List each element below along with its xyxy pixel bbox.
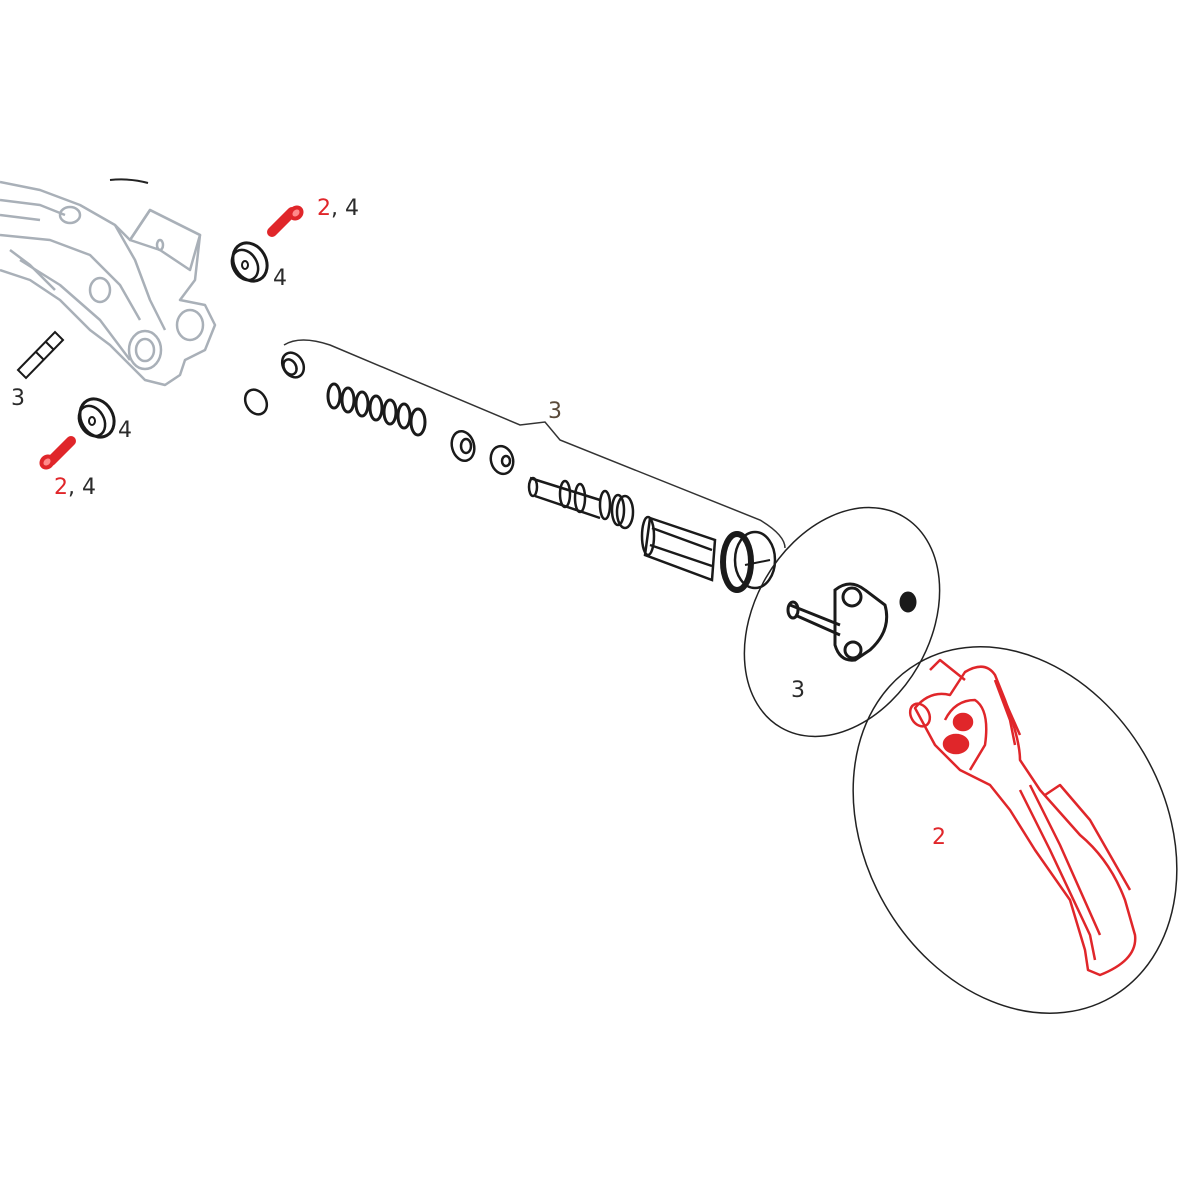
pushrod-group-oval xyxy=(743,506,941,738)
spring xyxy=(326,382,427,437)
label-bearing-top: 4 xyxy=(273,266,287,291)
collar xyxy=(720,530,777,593)
seal-1 xyxy=(450,429,476,463)
lever-group-oval xyxy=(852,646,1178,1014)
lever-housing xyxy=(0,178,217,387)
pin xyxy=(16,330,65,380)
pushrod-assembly xyxy=(786,582,917,662)
sleeve xyxy=(640,515,717,582)
label-pushrod-group: 3 xyxy=(791,678,805,703)
label-sep: , xyxy=(331,196,338,221)
label-lever-group: 2 xyxy=(932,825,946,850)
bearing-bottom xyxy=(77,397,116,439)
label-piston-group: 3 xyxy=(548,399,562,424)
label-primary: 2 xyxy=(317,196,331,221)
label-pin: 3 xyxy=(11,386,25,411)
bolt-bottom xyxy=(39,436,76,470)
bushing-1 xyxy=(280,351,306,379)
label-sep: , xyxy=(68,475,75,500)
label-bolt-top: 2, 4 xyxy=(317,198,359,220)
brake-lever-blade xyxy=(908,658,1137,977)
bushing-2 xyxy=(243,388,269,416)
group-bracket xyxy=(283,339,786,549)
label-primary: 2 xyxy=(54,475,68,500)
label-bolt-bottom: 2, 4 xyxy=(54,477,96,499)
label-secondary: 4 xyxy=(82,475,96,500)
piston xyxy=(527,476,635,530)
bearing-top xyxy=(230,241,269,283)
seal-2 xyxy=(489,444,515,476)
bolt-top xyxy=(267,205,304,237)
label-bearing-bottom: 4 xyxy=(118,418,132,443)
label-secondary: 4 xyxy=(345,196,359,221)
